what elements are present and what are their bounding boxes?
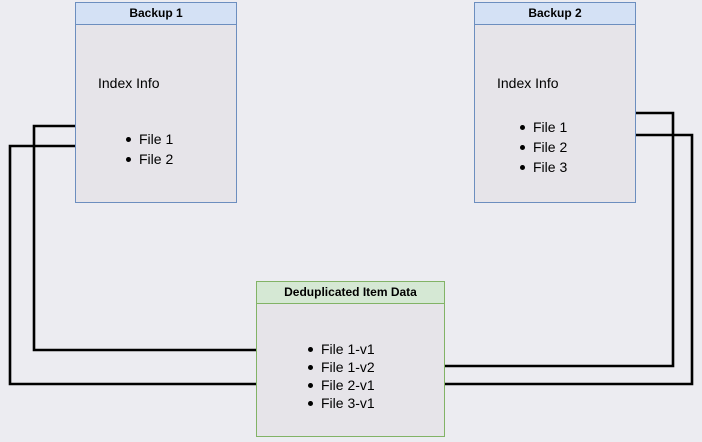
node-backup-2-body: Index Info File 1 File 2 File 3 [475,25,635,202]
node-backup-1-header: Backup 1 [76,3,236,25]
list-item[interactable]: File 2 [517,137,567,157]
node-backup-2-header: Backup 2 [475,3,635,25]
node-deduplicated-item-data-header: Deduplicated Item Data [257,282,444,304]
backup-2-index-info-label: Index Info [497,75,559,91]
list-item[interactable]: File 3 [517,157,567,177]
node-backup-1-body: Index Info File 1 File 2 [76,25,236,202]
backup-2-file-list: File 1 File 2 File 3 [517,117,567,177]
list-item[interactable]: File 1-v2 [305,358,375,376]
node-backup-1[interactable]: Backup 1 Index Info File 1 File 2 [75,2,237,203]
list-item[interactable]: File 2-v1 [305,376,375,394]
list-item[interactable]: File 1 [517,117,567,137]
backup-1-index-info-label: Index Info [98,75,160,91]
list-item[interactable]: File 3-v1 [305,394,375,412]
list-item[interactable]: File 2 [123,149,173,169]
node-deduplicated-item-data[interactable]: Deduplicated Item Data File 1-v1 File 1-… [256,281,445,437]
backup-1-file-list: File 1 File 2 [123,129,173,169]
node-deduplicated-item-data-body: File 1-v1 File 1-v2 File 2-v1 File 3-v1 [257,304,444,436]
list-item[interactable]: File 1-v1 [305,340,375,358]
node-backup-2[interactable]: Backup 2 Index Info File 1 File 2 File 3 [474,2,636,203]
list-item[interactable]: File 1 [123,129,173,149]
dedup-file-list: File 1-v1 File 1-v2 File 2-v1 File 3-v1 [305,340,375,412]
